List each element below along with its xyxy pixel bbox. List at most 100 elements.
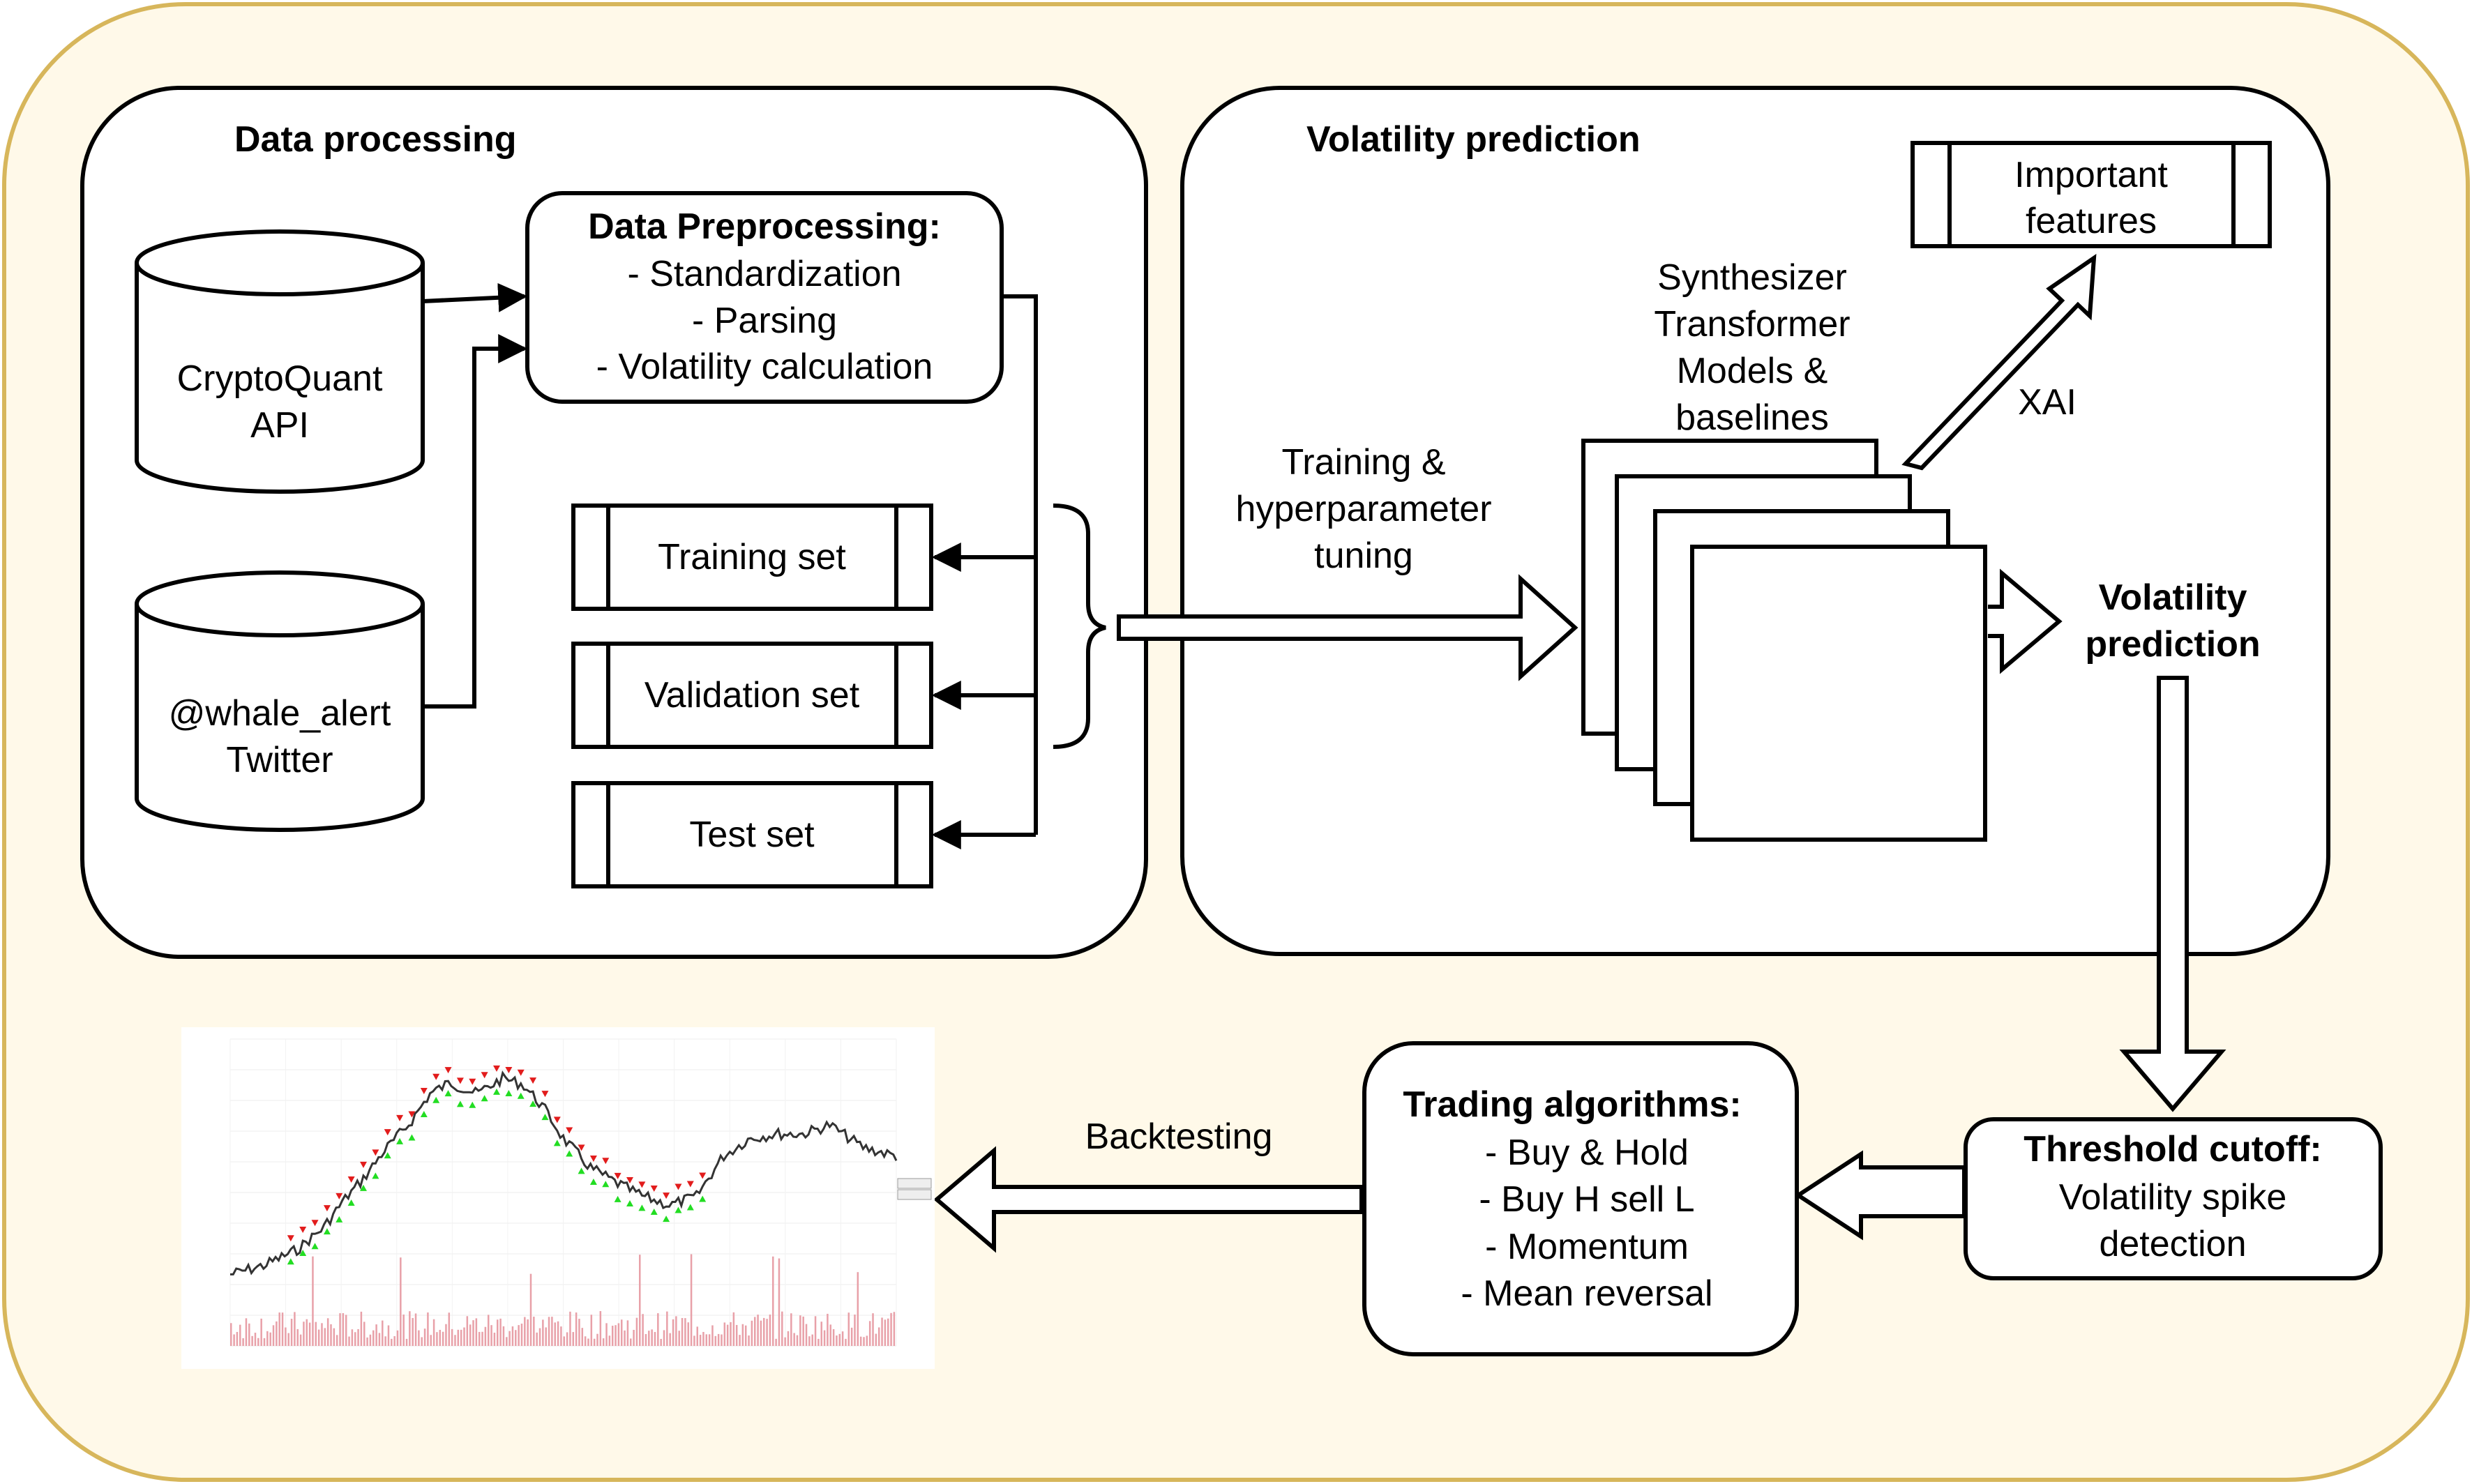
chart-volume-bar: [859, 1336, 862, 1346]
chart-sell-marker: [469, 1078, 476, 1085]
chart-volume-bar: [654, 1332, 656, 1346]
chart-volume-bar: [432, 1319, 435, 1346]
models-label-3: Models &: [1677, 351, 1828, 391]
chart-volume-bar: [393, 1336, 395, 1346]
arrow-xai: [1901, 253, 2097, 471]
chart-volume-bar: [257, 1338, 259, 1346]
chart-sell-marker: [456, 1077, 464, 1084]
chart-volume-bar: [863, 1337, 865, 1346]
chart-volume-bar: [445, 1324, 447, 1346]
chart-volume-bar: [790, 1313, 792, 1346]
arrow-threshold-to-trading: [1794, 1150, 1966, 1241]
chart-volume-bar: [375, 1324, 377, 1346]
chart-volume-bar: [784, 1337, 786, 1346]
chart-volume-bar: [569, 1311, 571, 1346]
chart-volume-bar: [829, 1324, 831, 1346]
chart-volume-bar: [254, 1333, 257, 1346]
chart-volume-bar: [578, 1319, 580, 1346]
chart-buy-marker: [686, 1204, 694, 1211]
chart-volume-bar: [436, 1332, 438, 1346]
model-card-4: [1690, 545, 1987, 842]
training-set-box: Training set: [571, 503, 933, 611]
chart-buy-marker: [360, 1184, 367, 1191]
chart-volume-bar: [651, 1329, 653, 1346]
chart-sell-marker: [323, 1205, 331, 1212]
backtest-chart-thumbnail: [181, 1027, 935, 1369]
chart-volume-bar: [705, 1334, 708, 1346]
chart-volume-bar: [414, 1313, 417, 1346]
chart-volume-bar: [796, 1335, 799, 1346]
chart-sell-marker: [420, 1088, 428, 1095]
chart-volume-bar: [336, 1335, 338, 1346]
chart-volume-bar: [306, 1319, 308, 1346]
chart-volume-bar: [536, 1332, 538, 1346]
chart-buy-marker: [663, 1216, 670, 1222]
chart-volume-bar: [466, 1316, 469, 1346]
trading-item-3: - Momentum: [1485, 1227, 1689, 1267]
chart-volume-bar: [396, 1330, 399, 1346]
chart-volume-bar: [827, 1313, 829, 1346]
chart-volume-bar: [382, 1320, 384, 1346]
chart-volume-bar: [820, 1322, 822, 1346]
chart-volume-bar: [608, 1335, 611, 1346]
chart-volume-bar: [260, 1318, 262, 1346]
chart-volume-bar: [502, 1326, 505, 1346]
chart-volume-bar: [481, 1331, 483, 1346]
chart-volume-bar: [850, 1327, 853, 1346]
chart-volume-bar: [230, 1323, 232, 1346]
chart-buy-marker: [626, 1199, 633, 1206]
chart-buy-marker: [481, 1095, 488, 1102]
chart-volume-bar: [751, 1320, 753, 1346]
chart-buy-marker: [384, 1152, 391, 1159]
chart-sell-marker: [602, 1158, 610, 1165]
chart-volume-bar: [412, 1317, 414, 1346]
chart-volume-bar: [363, 1322, 365, 1346]
chart-volume-bar: [430, 1335, 432, 1346]
chart-volume-bar: [772, 1256, 774, 1346]
threshold-title: Threshold cutoff:: [2023, 1129, 2322, 1169]
chart-trade-signals: [287, 1065, 707, 1265]
chart-volume-bar: [342, 1313, 345, 1346]
chart-volume-bar: [672, 1319, 674, 1346]
chart-buy-marker: [614, 1195, 621, 1202]
chart-volume-bar: [387, 1325, 390, 1346]
validation-set-label: Validation set: [645, 675, 860, 716]
chart-volume-bar: [557, 1321, 559, 1346]
chart-volume-bar: [478, 1331, 481, 1346]
chart-volume-bar: [887, 1318, 889, 1346]
chart-sell-marker: [686, 1181, 694, 1188]
chart-buy-marker: [347, 1199, 355, 1206]
chart-volume-bar: [533, 1317, 535, 1346]
chart-buy-marker: [432, 1096, 440, 1103]
chart-buy-marker: [699, 1195, 707, 1202]
chart-volume-bar: [366, 1337, 368, 1346]
chart-sell-marker: [384, 1129, 391, 1136]
chart-volume-bar: [315, 1322, 317, 1346]
chart-volume-bar: [285, 1327, 287, 1346]
chart-volume-bar: [538, 1328, 541, 1346]
test-set-label: Test set: [689, 815, 815, 855]
chart-volume-bar: [744, 1325, 747, 1346]
chart-volume-bar: [303, 1322, 305, 1346]
chart-volume-bar: [666, 1311, 668, 1346]
chart-volume-bar: [520, 1324, 523, 1346]
chart-volume-bar: [348, 1336, 350, 1346]
chart-volume-bar: [527, 1319, 529, 1346]
chart-volume-bar: [354, 1332, 356, 1346]
chart-volume-bar: [423, 1328, 426, 1346]
chart-volume-bar: [615, 1325, 617, 1346]
chart-volume-bar: [841, 1331, 844, 1346]
cryptoquant-label-2: API: [250, 405, 309, 446]
chart-sell-marker: [638, 1181, 646, 1188]
chart-volume-bar: [660, 1338, 662, 1346]
chart-volume-bar: [757, 1315, 759, 1346]
chart-volume-bar: [321, 1323, 323, 1346]
chart-volume-bar: [484, 1326, 487, 1346]
chart-sell-marker: [360, 1161, 367, 1168]
chart-volume-bar: [493, 1333, 496, 1346]
models-label-2: Transformer: [1654, 304, 1850, 344]
chart-volume-bar: [333, 1328, 336, 1346]
validation-set-box: Validation set: [571, 642, 933, 749]
chart-volume-bar: [730, 1322, 732, 1346]
chart-price-line: [230, 1070, 898, 1275]
